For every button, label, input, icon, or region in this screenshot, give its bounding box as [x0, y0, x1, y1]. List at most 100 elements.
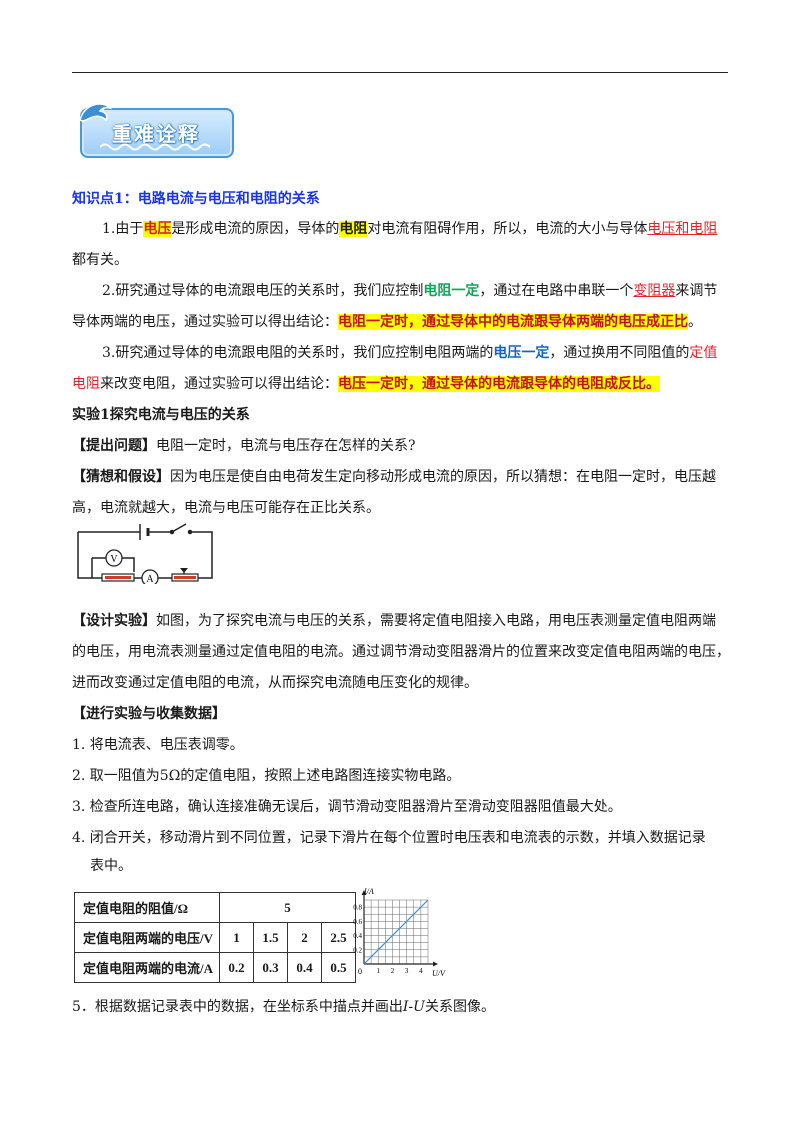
dolphin-icon	[79, 103, 113, 122]
question-line: 【提出问题】电阻一定时，电流与电压存在怎样的关系?	[72, 435, 416, 457]
y-axis-label: I/A	[363, 887, 374, 896]
switch-contact	[187, 529, 193, 535]
graph-series	[363, 899, 429, 965]
x-axis-label: U/V	[432, 969, 446, 978]
table-cell: 2.5	[321, 922, 356, 953]
step-4-line-1: 4. 闭合开关，移动滑片到不同位置，记录下滑片在每个位置时电压表和电流表的示数，…	[72, 830, 706, 846]
step-4-line-2: 表中。	[90, 858, 132, 874]
fixed-resistor-fill	[105, 576, 131, 579]
table-cell: 0.5	[321, 952, 356, 983]
y-tick-label: 0.8	[353, 904, 362, 912]
design-line-1: 【设计实验】如图，为了探究电流与电压的关系，需要将定值电阻接入电路，用电压表测量…	[72, 610, 716, 632]
ammeter-label: A	[146, 574, 154, 584]
x-tick-label: 2	[391, 967, 395, 975]
paragraph-1-line-2: 都有关。	[72, 252, 128, 268]
design-line-2: 的电压，用电流表测量通过定值电阻的电流。通过调节滑动变阻器滑片的位置来改变定值电…	[72, 644, 730, 660]
p1-c: 是形成电流的原因，导体的	[171, 221, 340, 237]
step-5-post: 关系图像。	[424, 999, 495, 1015]
table-cell: 2	[287, 922, 322, 953]
y-tick-label: 0.6	[353, 918, 362, 926]
switch-lever	[171, 523, 187, 533]
x-tick-label: 3	[405, 967, 409, 975]
step-3: 3. 检查所连电路，确认连接准确无误后，调节滑动变阻器滑片至滑动变阻器阻值最大处…	[72, 799, 622, 815]
x-tick-label: 4	[419, 967, 423, 975]
p2-a: 2.研究通过导体的电流跟电压的关系时，我们应控制	[102, 283, 424, 299]
paragraph-2-line-1: 2.研究通过导体的电流跟电压的关系时，我们应控制电阻一定，通过在电路中串联一个变…	[102, 280, 717, 302]
design-line-3: 进而改变通过定值电阻的电流，从而探究电流随电压变化的规律。	[72, 675, 478, 691]
table-cell-label: 定值电阻两端的电流/A	[74, 952, 220, 983]
step-2: 2. 取一阻值为5Ω的定值电阻，按照上述电路图连接实物电路。	[72, 768, 461, 784]
table-cell-label: 定值电阻两端的电压/V	[74, 922, 220, 953]
p2-keyword-constant-resistance: 电阻一定	[423, 283, 480, 299]
hypothesis-line-1: 【猜想和假设】因为电压是使自由电荷发生定向移动形成电流的原因，所以猜想：在电阻一…	[72, 466, 716, 488]
switch-pivot	[169, 529, 175, 535]
p3-keyword-resistor: 电阻	[72, 376, 100, 392]
section-badge-title: 重难诠释	[112, 122, 200, 146]
hypothesis-text-1: 因为电压是使自由电荷发生定向移动形成电流的原因，所以猜想：在电阻一定时，电压越	[170, 469, 716, 485]
table-cell: 0.2	[219, 952, 254, 983]
experiment-title: 实验1探究电流与电压的关系	[72, 407, 250, 423]
graph-grid	[364, 899, 429, 964]
origin-label: 0	[358, 967, 362, 976]
x-tick-label: 1	[376, 967, 380, 975]
p2-conclusion: 电阻一定时，通过导体中的电流跟导体两端的电压成正比	[338, 314, 688, 330]
table-cell: 0.4	[287, 952, 322, 983]
p1-a: 1.由于	[102, 221, 144, 237]
hypothesis-line-2: 高，电流就越大，电流与电压可能存在正比关系。	[72, 500, 380, 516]
wave-decoration	[100, 143, 210, 151]
p2-f: 导体两端的电压，通过实验可以得出结论：	[72, 314, 338, 330]
p1-keyword-resistance: 电阻	[339, 221, 368, 237]
p3-c: ，通过换用不同阻值的	[549, 345, 690, 361]
header-rule	[72, 72, 728, 73]
step-5-iu: I-U	[402, 999, 425, 1015]
series-line	[363, 899, 429, 965]
table-row: 定值电阻两端的电压/V 1 1.5 2 2.5	[74, 922, 356, 953]
y-axis-arrow	[361, 890, 367, 895]
p2-h: 。	[688, 314, 702, 330]
hypothesis-label: 【猜想和假设】	[72, 469, 170, 485]
p1-keyword-voltage-resistance: 电压和电阻	[647, 221, 718, 237]
p3-keyword-fixed: 定值	[689, 345, 718, 361]
table-cell: 1	[219, 922, 254, 953]
paragraph-3-line-1: 3.研究通过导体的电流跟电阻的关系时，我们应控制电阻两端的电压一定，通过换用不同…	[102, 342, 717, 364]
table-cell: 0.3	[253, 952, 288, 983]
procedure-heading: 【进行实验与收集数据】	[72, 706, 226, 722]
ammeter-icon	[141, 569, 159, 584]
question-label: 【提出问题】	[72, 438, 156, 454]
x-axis-arrow	[433, 961, 438, 967]
y-tick-label: 0.2	[353, 946, 362, 954]
table-row: 定值电阻的阻值/Ω 5	[74, 892, 356, 923]
voltmeter-label: V	[110, 554, 118, 565]
question-text: 电阻一定时，电流与电压存在怎样的关系?	[156, 438, 416, 454]
table-row: 定值电阻两端的电流/A 0.2 0.3 0.4 0.5	[74, 952, 356, 983]
knowledge-point-heading: 知识点1：电路电流与电压和电阻的关系	[72, 191, 320, 207]
paragraph-1-line-1: 1.由于电压是形成电流的原因，导体的电阻对电流有阻碍作用，所以，电流的大小与导体…	[102, 218, 717, 240]
data-table: 定值电阻的阻值/Ω 5 定值电阻两端的电压/V 1 1.5 2 2.5 定值电阻…	[74, 892, 356, 983]
step-1: 1. 将电流表、电压表调零。	[72, 737, 244, 753]
table-cell: 1.5	[253, 922, 288, 953]
rheostat-slider-arrow	[180, 568, 188, 573]
circuit-left-wire	[77, 532, 92, 579]
voltmeter-branch	[92, 557, 135, 572]
graph-ticks: 1 2 3 4 0.2 0.4 0.6 0.8	[353, 904, 423, 975]
p2-c: ，通过在电路中串联一个	[479, 283, 634, 299]
y-tick-label: 0.4	[353, 932, 362, 940]
paragraph-3-line-2: 电阻来改变电阻，通过实验可以得出结论：电压一定时，通过导体的电流跟导体的电阻成反…	[72, 373, 660, 395]
design-text-1: 如图，为了探究电流与电压的关系，需要将定值电阻接入电路，用电压表测量定值电阻两端	[156, 613, 716, 629]
p2-e: 来调节	[675, 283, 718, 299]
p3-f: 来改变电阻，通过实验可以得出结论：	[100, 376, 338, 392]
table-cell-label: 定值电阻的阻值/Ω	[74, 892, 220, 923]
step-5: 5．根据数据记录表中的数据，在坐标系中描点并画出I-U关系图像。	[72, 996, 495, 1018]
section-badge: 重难诠释	[79, 103, 234, 158]
table-cell-resistance: 5	[219, 892, 356, 923]
rheostat-fill	[174, 576, 196, 579]
p3-keyword-constant-voltage: 电压一定	[493, 345, 550, 361]
circuit-diagram: V A	[77, 523, 213, 584]
design-label: 【设计实验】	[72, 613, 156, 629]
paragraph-2-line-2: 导体两端的电压，通过实验可以得出结论：电阻一定时，通过导体中的电流跟导体两端的电…	[72, 311, 702, 333]
p2-keyword-rheostat: 变阻器	[633, 283, 676, 299]
p1-e: 对电流有阻碍作用，所以，电流的大小与导体	[367, 221, 648, 237]
p3-a: 3.研究通过导体的电流跟电阻的关系时，我们应控制电阻两端的	[102, 345, 494, 361]
p1-keyword-voltage: 电压	[143, 221, 172, 237]
